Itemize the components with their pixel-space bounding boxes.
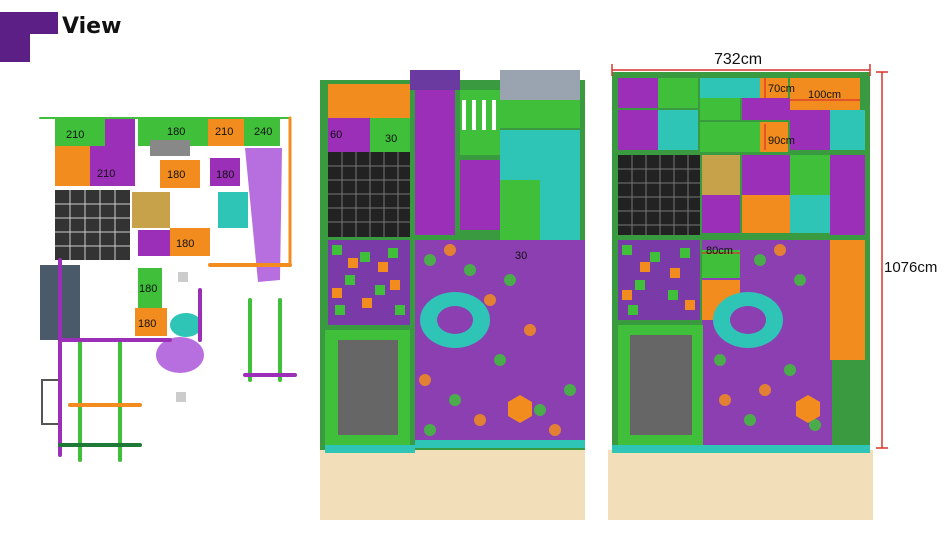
trampoline — [630, 335, 692, 435]
floor — [320, 450, 585, 520]
trampoline — [338, 340, 398, 435]
block — [410, 70, 460, 90]
block — [328, 84, 410, 118]
dim-label: 240 — [254, 126, 272, 138]
block — [658, 110, 698, 150]
net-area — [55, 190, 130, 260]
block — [790, 78, 860, 110]
width-dimension — [611, 64, 871, 76]
dim-label: 180 — [138, 318, 156, 330]
block — [370, 118, 410, 152]
inner-dimension-marks — [702, 78, 860, 254]
block — [90, 146, 135, 186]
dim-label: 30 — [515, 250, 527, 262]
block — [742, 98, 790, 120]
block — [55, 146, 90, 186]
dim-label: 210 — [215, 126, 233, 138]
dim-label: 210 — [97, 168, 115, 180]
dim-label: 90cm — [768, 135, 795, 147]
block — [415, 170, 455, 235]
floor — [608, 450, 873, 520]
left-structure-view: 210 180 210 240 210 180 180 180 180 180 — [39, 116, 297, 462]
block — [830, 110, 865, 150]
dim-label: 180 — [167, 126, 185, 138]
hexagon-pad — [508, 395, 532, 423]
block — [700, 122, 760, 152]
block — [160, 160, 200, 188]
block — [132, 192, 170, 228]
block — [700, 78, 760, 98]
block — [500, 100, 580, 128]
block — [170, 228, 210, 256]
slide — [830, 240, 865, 360]
dim-label: 70cm — [768, 83, 795, 95]
dim-label: 180 — [176, 238, 194, 250]
dim-label: 180 — [139, 283, 157, 295]
hexagon-pad — [796, 395, 820, 423]
block — [135, 308, 167, 336]
block — [790, 155, 830, 195]
block — [138, 230, 170, 256]
block — [218, 192, 248, 228]
block — [790, 195, 830, 233]
block — [742, 155, 790, 195]
block — [415, 90, 455, 170]
block — [55, 118, 105, 146]
block — [830, 155, 865, 235]
dim-label: 100cm — [808, 89, 841, 101]
block — [244, 118, 280, 146]
middle-3d-view: 60 30 30 — [320, 70, 585, 520]
height-label: 1076cm — [884, 259, 937, 276]
block — [618, 110, 658, 150]
block — [210, 158, 240, 186]
grey-cube — [178, 272, 188, 282]
slide — [540, 130, 580, 250]
block — [328, 118, 370, 152]
block — [105, 118, 135, 146]
page-title: View — [62, 14, 122, 39]
block — [742, 195, 790, 233]
block — [460, 160, 500, 230]
block — [790, 110, 830, 150]
block — [702, 195, 740, 233]
height-dimension — [876, 71, 888, 449]
spiral-slide — [156, 337, 204, 373]
block — [500, 180, 540, 240]
dim-label: 180 — [167, 169, 185, 181]
dim-label: 210 — [66, 129, 84, 141]
width-label: 732cm — [714, 51, 762, 68]
slide — [245, 148, 282, 282]
basketball-board — [41, 379, 61, 425]
block — [500, 130, 540, 180]
block — [658, 78, 698, 108]
dim-label: 60 — [330, 129, 342, 141]
dim-label: 80cm — [706, 245, 733, 257]
block — [208, 118, 244, 146]
dim-label: 30 — [385, 133, 397, 145]
block — [702, 155, 740, 195]
dim-label: 180 — [216, 169, 234, 181]
right-plan-view: 732cm 1076cm 70cm 100cm 90cm 80cm — [608, 51, 937, 520]
block — [760, 78, 788, 98]
block — [618, 78, 658, 108]
block — [500, 70, 580, 100]
block — [702, 250, 740, 278]
grey-cube — [176, 392, 186, 402]
block — [150, 140, 190, 156]
brand-logo-mark — [0, 12, 58, 62]
block — [138, 268, 162, 308]
block — [700, 98, 740, 120]
